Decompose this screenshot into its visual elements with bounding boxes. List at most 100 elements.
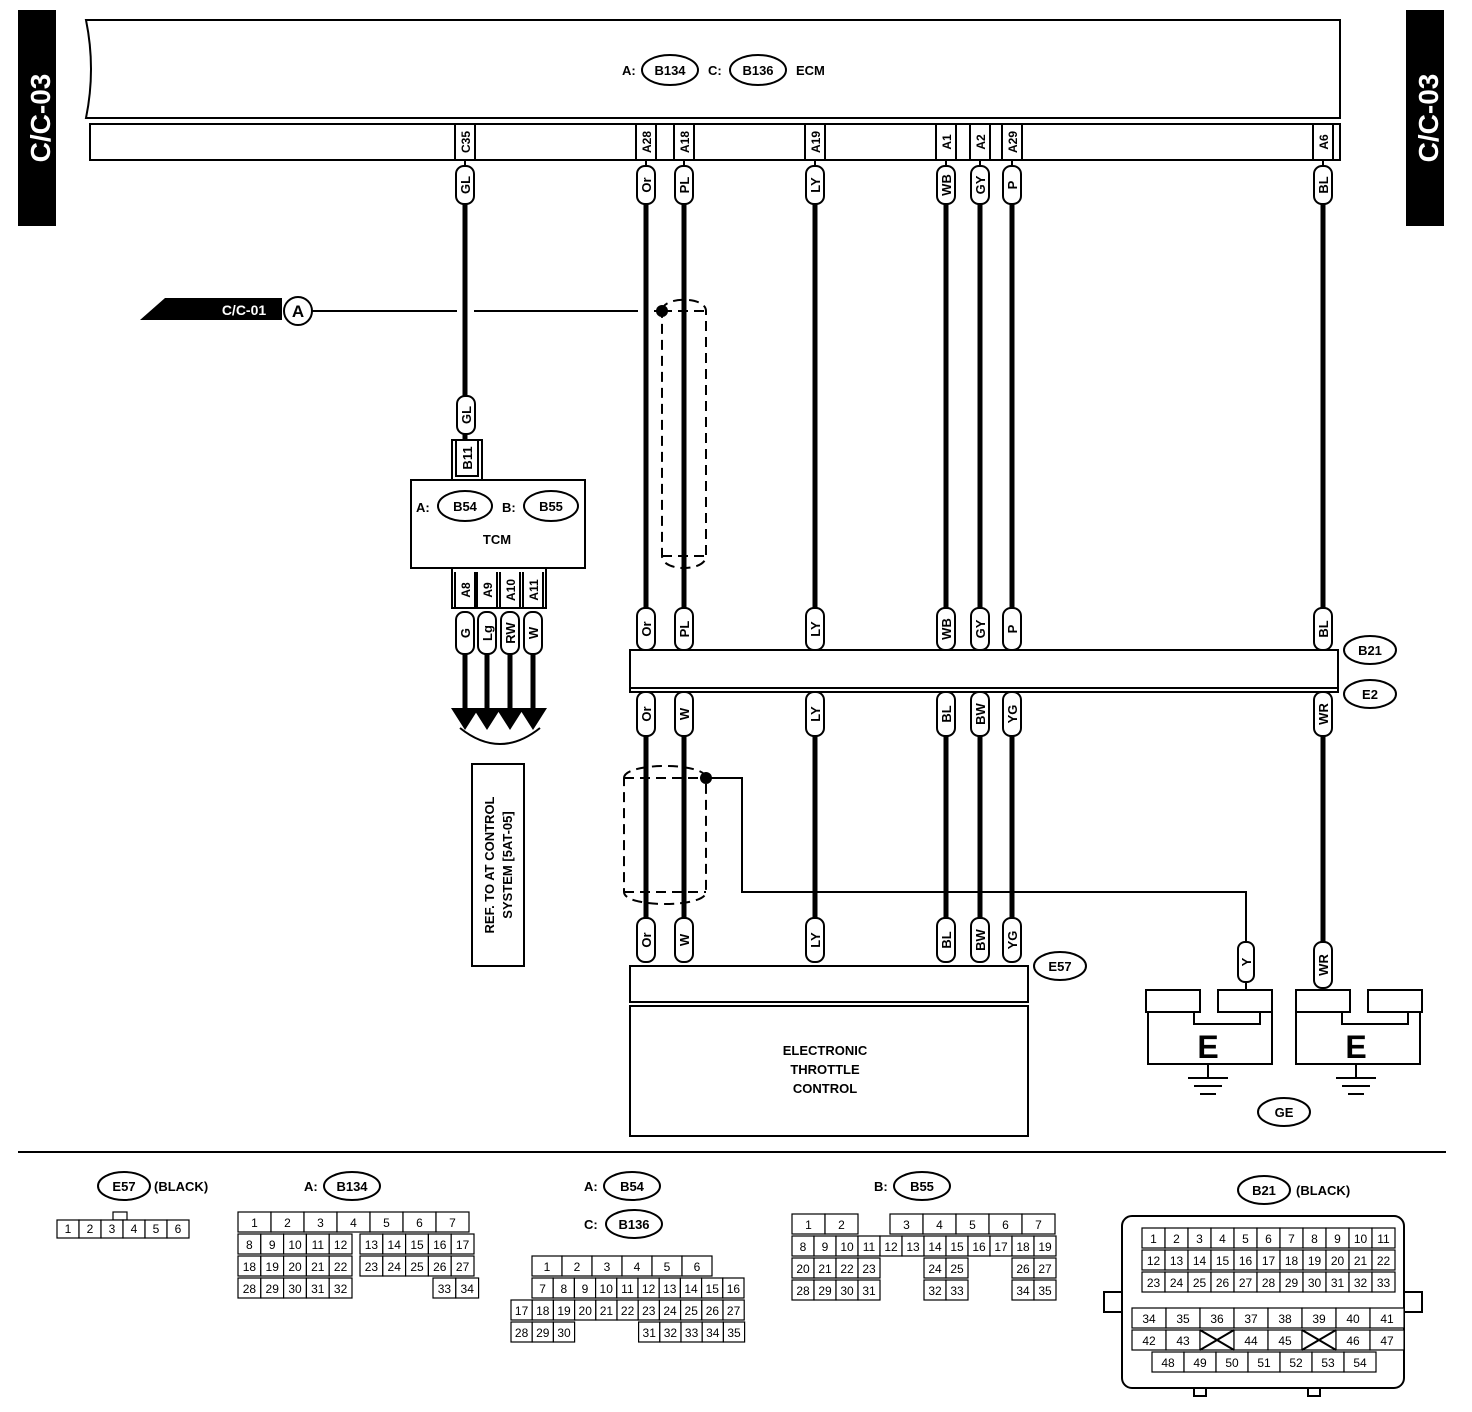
etc-name-line2: THROTTLE xyxy=(790,1062,860,1077)
b21-legend-cell-label: 3 xyxy=(1196,1232,1203,1246)
b21-legend-cell-label: 18 xyxy=(1285,1254,1299,1268)
b134-legend-cell-label: 8 xyxy=(246,1238,253,1252)
b136-legend-cell-label: 22 xyxy=(621,1304,635,1318)
b134-legend-cell xyxy=(455,1277,480,1299)
b55-legend-cell-label: 1 xyxy=(805,1218,812,1232)
b134-legend-cell-label: 12 xyxy=(334,1238,348,1252)
ecm-pin-a6: A6 xyxy=(1317,134,1331,150)
b136-legend-cell-label: 13 xyxy=(663,1282,677,1296)
b136-legend-cell-label: 16 xyxy=(727,1282,741,1296)
ground-symbol-right: E xyxy=(1345,1029,1366,1065)
tcm-wire-a11: W xyxy=(526,626,541,639)
b134-legend-cell xyxy=(450,1233,475,1255)
tcm-conn-b: B55 xyxy=(539,499,563,514)
b21-legend-cell-label: 21 xyxy=(1354,1254,1368,1268)
b134-legend-cell-label: 19 xyxy=(266,1260,280,1274)
b55-legend-cell xyxy=(1033,1279,1057,1301)
b21-legend-cell-label: 26 xyxy=(1216,1276,1230,1290)
b21-legend-cell-label: 53 xyxy=(1321,1356,1335,1370)
b55-legend-cell-label: 34 xyxy=(1016,1284,1030,1298)
b55-legend-cell-label: 32 xyxy=(928,1284,942,1298)
b55-legend-cell xyxy=(945,1279,969,1301)
ecm-wire-a19: LY xyxy=(808,177,823,193)
ecm-pin-a1: A1 xyxy=(940,134,954,150)
b21-legend-cell-label: 6 xyxy=(1265,1232,1272,1246)
b134-legend-cell-label: 4 xyxy=(350,1216,357,1230)
b55-legend-cell xyxy=(857,1257,881,1279)
b136-legend-cell-label: 11 xyxy=(621,1282,634,1296)
b21-legend-cell xyxy=(1371,1271,1396,1293)
tcm-arrow-a11 xyxy=(519,708,547,730)
b21-legend-cell-label: 46 xyxy=(1346,1334,1360,1348)
e2-wire-39: BL xyxy=(939,705,954,722)
b21-legend-cell xyxy=(1371,1227,1396,1249)
b55-legend-cell-label: 19 xyxy=(1038,1240,1052,1254)
b136-legend-cell xyxy=(722,1299,745,1321)
tcm-pin-a8: A8 xyxy=(459,582,473,598)
tcm-arrow-a8 xyxy=(451,708,479,730)
b21-legend-cell-label: 24 xyxy=(1170,1276,1184,1290)
b55-legend-cell-label: 10 xyxy=(840,1240,854,1254)
legend-b21-name: B21 xyxy=(1252,1183,1276,1198)
b21-legend-cell-label: 12 xyxy=(1147,1254,1161,1268)
offpage-ref: C/C-01 xyxy=(222,302,267,318)
b55-legend-cell-label: 20 xyxy=(796,1262,810,1276)
b134-legend-cell-label: 5 xyxy=(383,1216,390,1230)
b134-legend-cell-label: 9 xyxy=(269,1238,276,1252)
side-tab-left: C/C-03 xyxy=(18,10,56,226)
b136-legend-cell-label: 27 xyxy=(727,1304,741,1318)
b21-legend-cell-label: 15 xyxy=(1216,1254,1230,1268)
b21-legend-cell xyxy=(1371,1249,1396,1271)
ecm-wire-a6: BL xyxy=(1316,176,1331,193)
junction-b21-e2: B21 E2 xyxy=(629,635,1397,709)
b134-legend-cell-label: 25 xyxy=(410,1260,424,1274)
e57-legend-cell xyxy=(166,1219,190,1239)
e57-wire-3: YG xyxy=(1005,931,1020,950)
ecm-wire-c35: GL xyxy=(458,176,473,194)
b55-legend-cell xyxy=(945,1257,969,1279)
b134-legend-cell-label: 29 xyxy=(266,1282,280,1296)
b21-legend-cell-label: 39 xyxy=(1312,1312,1326,1326)
ecm-wire-a2: GY xyxy=(973,175,988,194)
tcm-prefix-a: A: xyxy=(416,500,430,515)
e57-wire-4: Or xyxy=(639,932,654,947)
tcm-wire-a9: Lg xyxy=(480,625,495,641)
ecm-pin-a18: A18 xyxy=(678,131,692,153)
b136-legend-cell-label: 31 xyxy=(643,1326,657,1340)
legend-b21-color: (BLACK) xyxy=(1296,1183,1350,1198)
b21-legend-cell-label: 43 xyxy=(1176,1334,1190,1348)
b21-legend-cell-label: 32 xyxy=(1354,1276,1368,1290)
b134-legend-cell-label: 30 xyxy=(288,1282,302,1296)
e57-legend-cell-label: 4 xyxy=(131,1222,138,1236)
b21-legend-cell-label: 34 xyxy=(1142,1312,1156,1326)
b55-legend-cell xyxy=(857,1279,881,1301)
tcm-module: A: B54 B: B55 TCM GL B11 A8GA9LgA10RWA11… xyxy=(410,204,586,745)
b134-legend-cell-label: 21 xyxy=(311,1260,325,1274)
side-tab-right: C/C-03 xyxy=(1406,10,1444,226)
b136-legend-cell-label: 25 xyxy=(685,1304,699,1318)
b134-legend-cell-label: 17 xyxy=(456,1238,470,1252)
tcm-name: TCM xyxy=(483,532,511,547)
tcm-top-conn: B11 xyxy=(460,446,475,469)
ground-group: Y E E GE xyxy=(1145,941,1423,1127)
b55-legend-cell-label: 11 xyxy=(863,1240,876,1254)
b55-legend-cell-label: 9 xyxy=(822,1240,829,1254)
b21-legend-cell-label: 41 xyxy=(1380,1312,1394,1326)
wire-column-a2: A2GYGY38BWBW2 xyxy=(969,124,991,1002)
b134-legend-cell xyxy=(450,1255,475,1277)
b134-legend-cell-label: 13 xyxy=(365,1238,379,1252)
b21-wire-39: WB xyxy=(939,618,954,640)
b134-legend-cell-label: 20 xyxy=(288,1260,302,1274)
ecm-wire-a28: Or xyxy=(639,177,654,192)
b55-legend-cell-label: 30 xyxy=(840,1284,854,1298)
b134-legend-cell-label: 15 xyxy=(410,1238,424,1252)
b136-legend-cell-label: 2 xyxy=(574,1260,581,1274)
shield-lower xyxy=(623,765,1247,942)
b55-legend-cell-label: 7 xyxy=(1035,1218,1042,1232)
e57-wire-5: LY xyxy=(808,932,823,948)
b55-legend-cell-label: 4 xyxy=(936,1218,943,1232)
b21-wire-38: GY xyxy=(973,619,988,638)
b136-legend-cell-label: 4 xyxy=(634,1260,641,1274)
b134-legend-cell xyxy=(435,1211,470,1233)
ecm-conn-a: B134 xyxy=(654,63,686,78)
